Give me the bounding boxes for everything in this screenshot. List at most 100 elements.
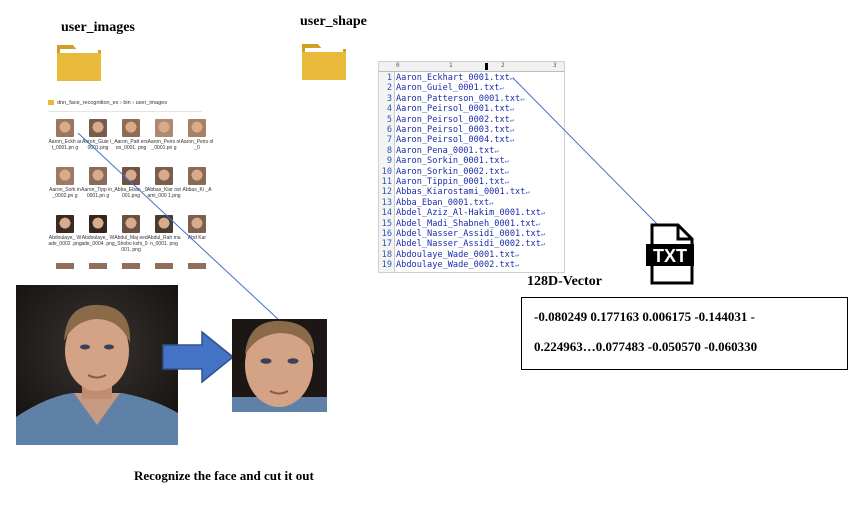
return-mark-icon: ↵ xyxy=(504,167,509,176)
thumbnail-item[interactable]: Aaron_Sork in_0002.pn g xyxy=(48,167,82,215)
thumbnail-item[interactable]: Aaron_Tipp in_0001.pn g xyxy=(81,167,115,215)
thumbnail-item[interactable]: Abdul_Maj eed_Shobo kshi_0001. png xyxy=(114,215,148,263)
thumbnail-item[interactable]: Abbas_Kiar ostami_000 1.png xyxy=(147,167,181,215)
txt-file-icon: TXT xyxy=(646,223,694,285)
ruler-cursor xyxy=(485,63,488,70)
filename-text: Aaron_Peirsol_0002.txt xyxy=(396,114,510,125)
thumbnail-image xyxy=(122,215,140,233)
folder-mini-icon xyxy=(48,100,54,106)
line-text: Abdoulaye_Wade_0001.txt↵ xyxy=(396,250,519,260)
thumbnail-image xyxy=(56,215,74,233)
editor-line[interactable]: 13 Abba_Eban_0001.txt↵ xyxy=(379,198,564,208)
return-mark-icon: ↵ xyxy=(525,188,530,197)
filename-text: Abdoulaye_Wade_0002.txt xyxy=(396,260,515,271)
line-number: 2 xyxy=(386,83,392,94)
return-mark-icon: ↵ xyxy=(509,105,515,114)
return-mark-icon: ↵ xyxy=(504,178,509,186)
thumbnail-item[interactable]: Abd Kar xyxy=(180,215,214,263)
thumbnail-item[interactable]: Abbas_Ki _A xyxy=(180,167,214,215)
face-photo-cropped xyxy=(232,319,327,412)
filename-text: Abdoulaye_Wade_0001.txt xyxy=(396,249,515,260)
thumbnail-item[interactable]: Aaron_Guie l_0001.png xyxy=(81,119,115,167)
thumbnail-image xyxy=(155,167,173,185)
thumbnail-item[interactable]: Abdoulaye_ Wade_0004 .png xyxy=(81,215,115,263)
line-text: Abdel_Madi_Shabneh_0001.txt↵ xyxy=(396,219,540,229)
filename-text: Abdel_Nasser_Assidi_0001.txt xyxy=(396,229,541,239)
filename-text: Aaron_Pena_0001.txt xyxy=(396,145,495,156)
thumbnail-item[interactable]: Aaron_Peirs ol_0 xyxy=(180,119,214,167)
thumbnail-caption: Aaron_Tipp in_0001.pn g xyxy=(81,187,115,199)
line-text: Aaron_Tippin_0001.txt↵ xyxy=(396,177,509,187)
thumbnail-image xyxy=(89,215,107,233)
divider xyxy=(48,111,202,112)
ruler-mark: 3 xyxy=(553,62,557,69)
line-text: Aaron_Guiel_0001.txt↵ xyxy=(396,83,504,93)
thumbnail-caption: Abdoulaye_ Wade_0002 .png xyxy=(48,235,82,247)
line-number: 1 xyxy=(386,73,392,83)
thumbnail-image-partial xyxy=(155,263,173,269)
editor-line[interactable]: 15 Abdel_Madi_Shabneh_0001.txt↵ xyxy=(379,219,564,229)
line-text: Aaron_Peirsol_0004.txt↵ xyxy=(396,135,514,145)
line-number: 15 xyxy=(381,218,392,229)
thumbnail-caption: Aaron_Peirs ol_0 xyxy=(180,139,214,151)
filename-text: Aaron_Peirsol_0001.txt xyxy=(396,104,510,115)
return-mark-icon: ↵ xyxy=(509,115,515,124)
thumbnail-item[interactable]: Abdul_Rah man_0001. png xyxy=(147,215,181,263)
filename-text: Aaron_Tippin_0001.txt xyxy=(396,177,505,187)
filename-text: Abdel_Nasser_Assidi_0002.txt xyxy=(396,239,541,250)
line-text: Abba_Eban_0001.txt↵ xyxy=(396,198,493,208)
editor-line[interactable]: 2 Aaron_Guiel_0001.txt↵ xyxy=(379,83,564,93)
breadcrumb[interactable]: dnn_face_recognition_ex › bin › user_ima… xyxy=(48,100,167,106)
line-number: 13 xyxy=(381,197,392,208)
thumbnail-caption: Aaron_Peirs ol_0001.pn g xyxy=(147,139,181,151)
editor-line[interactable]: 18 Abdoulaye_Wade_0001.txt↵ xyxy=(379,250,564,260)
thumbnail-caption: Aaron_Patt erson_0001. png xyxy=(114,139,148,151)
thumbnail-image-partial xyxy=(188,263,206,269)
thumbnail-caption: Abbas_Kiar ostami_000 1.png xyxy=(147,187,181,199)
ruler-mark: 0 xyxy=(396,62,400,69)
thumbnail-image-partial xyxy=(122,263,140,269)
line-text: Abdel_Nasser_Assidi_0002.txt↵ xyxy=(396,239,545,249)
thumbnail-item[interactable]: Aaron_Patt erson_0001. png xyxy=(114,119,148,167)
editor-line[interactable]: 4 Aaron_Peirsol_0001.txt↵ xyxy=(379,104,564,114)
thumbnail-item[interactable]: Aaron_Eckh art_0001.pn g xyxy=(48,119,82,167)
thumbnail-item[interactable]: Abdoulaye_ Wade_0002 .png xyxy=(48,215,82,263)
thumbnail-caption: Abd Kar xyxy=(187,235,207,241)
thumbnail-caption: Abba_Eban _0001.png xyxy=(114,187,148,199)
line-number: 18 xyxy=(381,249,392,260)
thumbnail-item[interactable]: Aaron_Peirs ol_0001.pn g xyxy=(147,119,181,167)
line-number: 16 xyxy=(381,229,392,239)
thumbnail-caption: Abdoulaye_ Wade_0004 .png xyxy=(81,235,115,247)
thumbnail-image xyxy=(122,167,140,185)
thumbnail-image xyxy=(155,119,173,137)
face-photo-original xyxy=(16,285,178,445)
thumbnail-image xyxy=(122,119,140,137)
return-mark-icon: ↵ xyxy=(494,146,499,155)
return-mark-icon: ↵ xyxy=(520,94,525,103)
line-number: 4 xyxy=(386,104,392,115)
filename-text: Aaron_Sorkin_0001.txt xyxy=(396,156,505,167)
editor-ruler: 0 1 2 3 xyxy=(379,62,564,72)
user-shape-folder-icon xyxy=(302,44,346,80)
thumbnail-image xyxy=(188,119,206,137)
breadcrumb-path: dnn_face_recognition_ex › bin › user_ima… xyxy=(57,100,168,106)
line-number: 3 xyxy=(386,93,392,104)
file-explorer-snippet: dnn_face_recognition_ex › bin › user_ima… xyxy=(48,98,213,269)
user-images-folder-icon xyxy=(57,45,101,81)
thumbnail-item[interactable]: Abba_Eban _0001.png xyxy=(114,167,148,215)
